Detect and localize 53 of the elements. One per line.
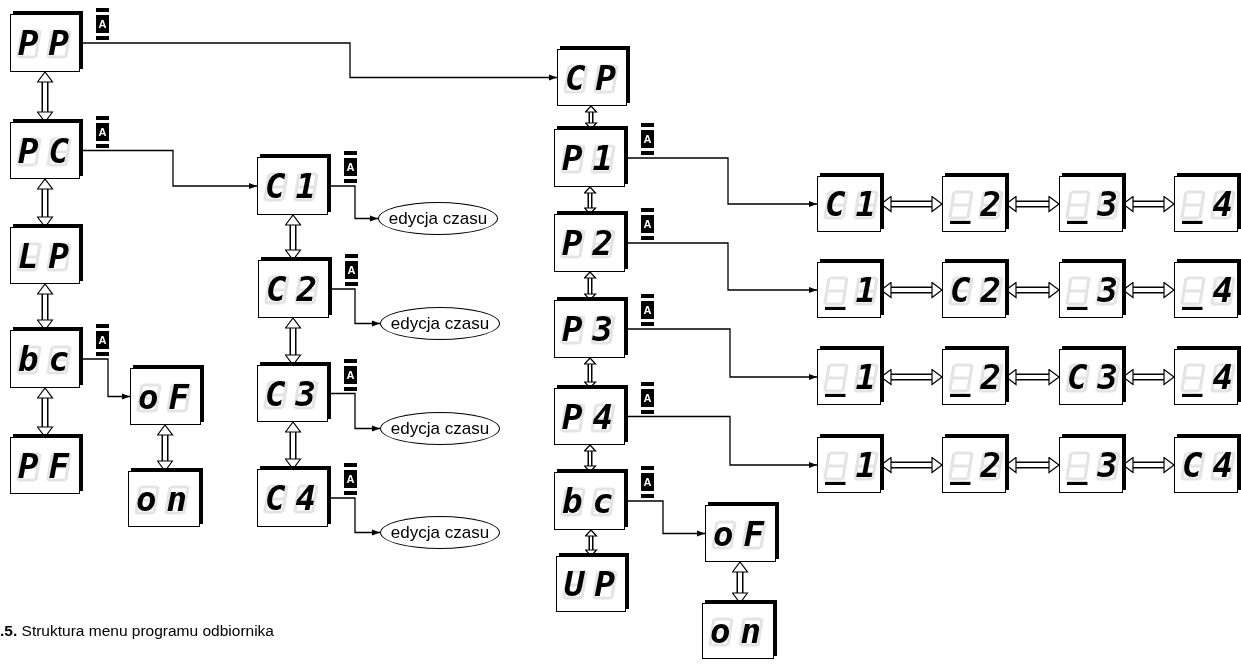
- display-box: _3: [1059, 437, 1123, 493]
- display-box: _4: [1174, 176, 1238, 232]
- display-box: _1: [817, 437, 881, 493]
- display-box: LP: [10, 227, 80, 284]
- display-box: _2: [942, 176, 1006, 232]
- key-label: A: [641, 382, 654, 414]
- display-box: on: [702, 603, 774, 659]
- key-label: A: [96, 324, 109, 356]
- display-box: P3: [554, 300, 625, 358]
- display-box: _3: [1059, 262, 1123, 318]
- figure-caption: .5. Struktura menu programu odbiornika: [0, 622, 274, 640]
- display-box: C4: [257, 469, 328, 527]
- display-box: C2: [942, 262, 1006, 318]
- display-box: C1: [817, 176, 881, 232]
- key-label: A: [344, 463, 357, 495]
- key-label: A: [344, 359, 357, 391]
- display-box: bc: [554, 472, 625, 530]
- display-box: UP: [556, 556, 626, 612]
- key-label: A: [641, 294, 654, 326]
- display-box: _1: [817, 349, 881, 405]
- display-box: PC: [10, 122, 80, 179]
- display-box: C3: [1059, 349, 1123, 405]
- display-box: _4: [1174, 349, 1238, 405]
- ellipse-node: edycja czasu: [378, 202, 498, 235]
- key-label: A: [96, 116, 109, 148]
- display-box: _1: [817, 262, 881, 318]
- key-label: A: [344, 151, 357, 183]
- display-box: bc: [10, 330, 80, 388]
- key-label: A: [641, 208, 654, 240]
- ellipse-node: edycja czasu: [380, 412, 500, 445]
- display-box: P2: [554, 214, 625, 272]
- display-box: C1: [257, 157, 328, 215]
- display-box: PF: [10, 437, 80, 494]
- display-box: _3: [1059, 176, 1123, 232]
- ellipse-node: edycja czasu: [380, 307, 500, 340]
- display-box: _2: [942, 437, 1006, 493]
- key-label: A: [641, 123, 654, 155]
- display-box: P4: [554, 388, 625, 445]
- key-label: A: [345, 254, 358, 286]
- display-box: CP: [557, 49, 627, 106]
- key-label: A: [96, 8, 109, 40]
- display-box: PP: [10, 14, 80, 72]
- display-box: C2: [258, 260, 329, 318]
- display-box: _4: [1174, 262, 1238, 318]
- display-box: C3: [257, 365, 328, 422]
- display-box: on: [128, 471, 200, 527]
- display-box: P1: [554, 129, 625, 187]
- display-box: C4: [1174, 437, 1238, 493]
- key-label: A: [641, 466, 654, 498]
- ellipse-node: edycja czasu: [380, 516, 500, 549]
- display-box: _2: [942, 349, 1006, 405]
- display-box: oF: [705, 505, 776, 562]
- display-box: oF: [130, 368, 201, 425]
